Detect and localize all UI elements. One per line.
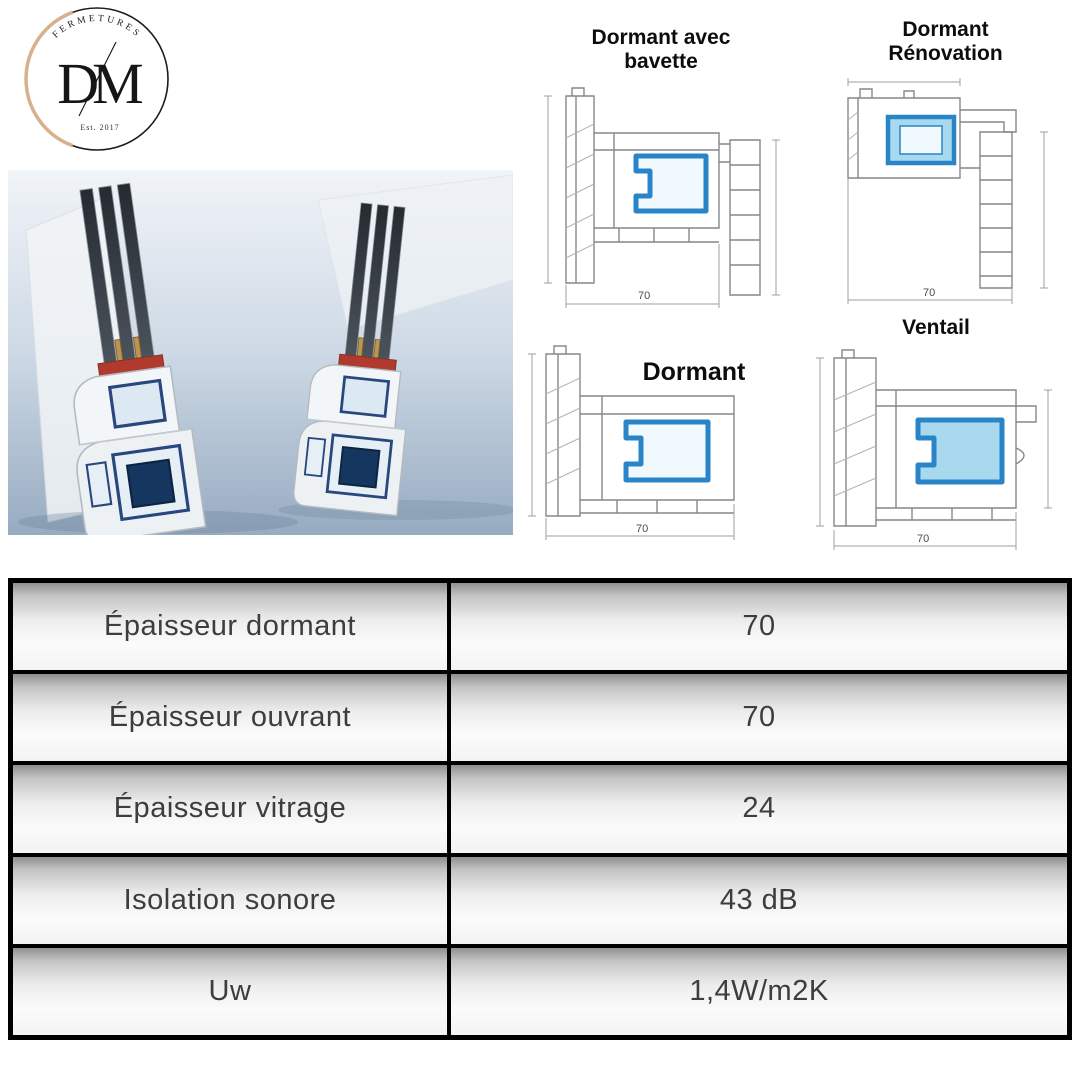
diagram-label: Dormant: [642, 358, 746, 386]
diagram-dormant-renovation: Dormant Rénovation 70: [828, 18, 1063, 310]
window-profile-photo: [8, 170, 513, 535]
logo-established: Est. 2017: [80, 123, 119, 132]
diagram-label: Dormant avec bavette: [591, 26, 731, 74]
steel-chamber-outline: [623, 419, 711, 483]
dimension-label: 70: [638, 290, 650, 302]
steel-chamber-filled: [915, 417, 1005, 485]
spec-table: Épaisseur dormant 70 Épaisseur ouvrant 7…: [8, 578, 1072, 1040]
spec-label-epaisseur-dormant: Épaisseur dormant: [13, 583, 447, 671]
spec-label-isolation-sonore: Isolation sonore: [13, 856, 447, 944]
diagram-dormant: Dormant 70: [522, 338, 784, 552]
chamber-inner: [899, 125, 943, 156]
logo-initials: DM: [57, 51, 142, 116]
diagram-ventail-image: 70: [816, 349, 1052, 551]
window-profile-photo-image: [8, 170, 513, 535]
brand-logo: FERMETURES DM Est. 2017: [22, 4, 172, 154]
diagram-dormant-avec-bavette-image: 70: [544, 87, 780, 309]
logo-slash: [78, 41, 117, 117]
diagram-dormant-avec-bavette: Dormant avec bavette: [532, 26, 790, 318]
spec-value-epaisseur-vitrage: 24: [451, 765, 1067, 853]
spec-label-epaisseur-vitrage: Épaisseur vitrage: [13, 765, 447, 853]
dimension-label: 70: [923, 287, 935, 299]
spec-label-epaisseur-ouvrant: Épaisseur ouvrant: [13, 674, 447, 762]
dimension-label: 70: [636, 523, 648, 535]
diagram-ventail: Ventail: [812, 316, 1060, 564]
spec-value-epaisseur-dormant: 70: [451, 583, 1067, 671]
spec-value-epaisseur-ouvrant: 70: [451, 674, 1067, 762]
logo-accent-arc: [24, 10, 74, 148]
spec-value-uw: 1,4W/m2K: [451, 947, 1067, 1035]
steel-chamber-outline: [633, 153, 709, 214]
diagram-label: Dormant Rénovation: [888, 18, 1003, 66]
diagram-label: Ventail: [902, 316, 970, 339]
dimension-label: 70: [917, 533, 929, 545]
diagram-dormant-renovation-image: 70: [847, 78, 1048, 305]
diagram-dormant-image: 70: [528, 345, 735, 540]
brand-logo-image: FERMETURES DM Est. 2017: [24, 7, 169, 151]
spec-value-isolation-sonore: 43 dB: [451, 856, 1067, 944]
spec-label-uw: Uw: [13, 947, 447, 1035]
